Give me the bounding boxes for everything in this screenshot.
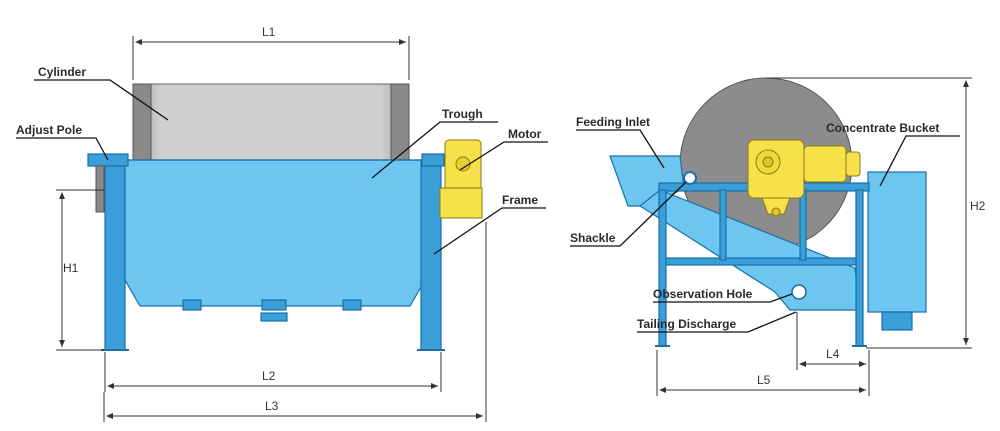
leader-motor bbox=[459, 141, 548, 171]
leader-shackle bbox=[570, 181, 687, 247]
concentrate-bucket bbox=[867, 171, 927, 313]
frame-leg-left bbox=[104, 159, 126, 351]
dim-h2: H2 bbox=[970, 199, 986, 213]
leader-concentrate-bucket bbox=[879, 135, 960, 187]
dim-l4: L4 bbox=[826, 347, 840, 361]
observation-hole bbox=[791, 284, 807, 300]
adjust-pole-bracket bbox=[421, 153, 445, 167]
leader-observation-hole bbox=[653, 293, 793, 303]
front-view: L1 H1 L2 L3 Cylinder Adjust Pole Trough … bbox=[16, 25, 548, 422]
dim-l1: L1 bbox=[262, 25, 276, 39]
side-view: H2 L4 L5 Feeding Inlet Concentrate Bucke… bbox=[570, 77, 986, 396]
label-cylinder: Cylinder bbox=[38, 65, 86, 79]
motor-shaft bbox=[455, 156, 471, 172]
label-tailing-discharge: Tailing Discharge bbox=[637, 317, 736, 331]
dim-l2: L2 bbox=[262, 369, 276, 383]
leader-feeding-inlet bbox=[576, 129, 665, 169]
discharge-port bbox=[260, 312, 288, 322]
shackle bbox=[683, 171, 697, 185]
side-frame-post bbox=[799, 189, 807, 261]
cylinder-end-left bbox=[132, 83, 152, 161]
side-frame-mid bbox=[664, 257, 862, 266]
label-trough: Trough bbox=[442, 107, 483, 121]
discharge-port bbox=[342, 299, 362, 311]
label-concentrate-bucket: Concentrate Bucket bbox=[826, 121, 939, 135]
leader-cylinder bbox=[34, 79, 169, 121]
dim-h1: H1 bbox=[63, 261, 79, 275]
dim-l3: L3 bbox=[265, 399, 279, 413]
leader-tailing-discharge bbox=[637, 311, 797, 333]
gear-motor-mount bbox=[761, 197, 791, 215]
leader-adjust-pole bbox=[16, 137, 109, 161]
discharge-port bbox=[261, 299, 287, 311]
concentrate-bucket-outlet bbox=[881, 311, 913, 331]
label-motor: Motor bbox=[508, 127, 542, 141]
label-frame: Frame bbox=[502, 193, 538, 207]
side-frame-post bbox=[719, 189, 727, 261]
discharge-port bbox=[182, 299, 202, 311]
motor-base bbox=[439, 187, 483, 219]
trough bbox=[117, 159, 433, 307]
label-shackle: Shackle bbox=[570, 231, 616, 245]
frame-leg-right bbox=[420, 159, 442, 351]
label-adjust-pole: Adjust Pole bbox=[16, 123, 82, 137]
label-observation-hole: Observation Hole bbox=[653, 287, 753, 301]
motor-body bbox=[803, 145, 847, 183]
leader-frame bbox=[433, 207, 546, 255]
label-feeding-inlet: Feeding Inlet bbox=[576, 115, 650, 129]
dim-l5: L5 bbox=[757, 373, 771, 387]
cylinder bbox=[132, 83, 410, 161]
side-frame-leg-right bbox=[855, 189, 864, 347]
leader-trough bbox=[371, 121, 498, 179]
cylinder-end-right bbox=[390, 83, 410, 161]
adjust-pole bbox=[95, 165, 105, 213]
